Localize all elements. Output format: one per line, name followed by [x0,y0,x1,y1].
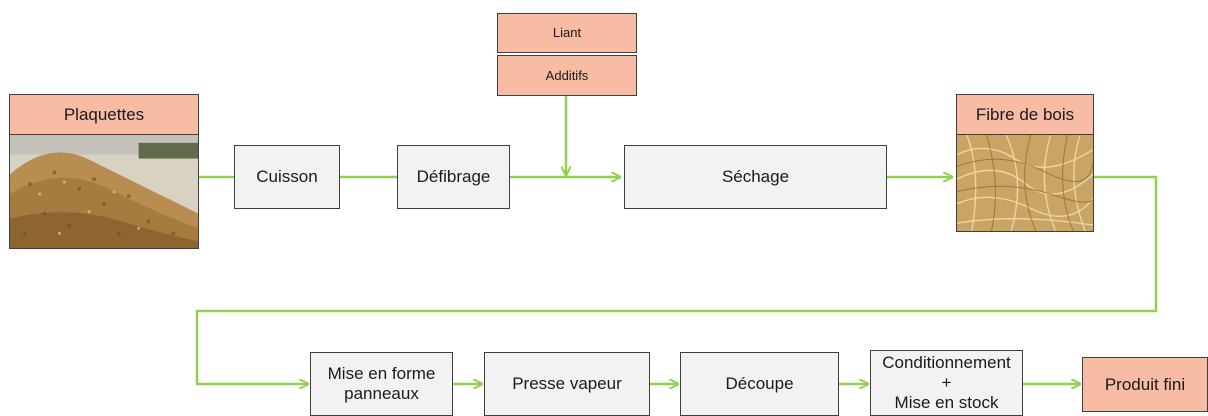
step-conditionnement-line3: Mise en stock [894,393,999,412]
input-additifs: Additifs [497,55,637,96]
output-produit-fini: Produit fini [1082,357,1208,412]
step-mise-en-forme-line2: panneaux [344,384,419,403]
raw-material-plaquettes: Plaquettes [9,94,199,249]
input-liant: Liant [497,13,637,53]
step-presse-vapeur-label: Presse vapeur [512,374,622,393]
step-decoupe: Découpe [680,352,839,416]
step-conditionnement: Conditionnement + Mise en stock [870,350,1023,416]
step-defibrage: Défibrage [397,145,510,209]
step-mise-en-forme-line1: Mise en forme [327,364,436,383]
wood-chips-pile-icon [10,135,198,248]
connector-fibre-to-row2 [195,175,1158,384]
step-defibrage-label: Défibrage [416,167,491,186]
step-conditionnement-line1: Conditionnement [882,353,1011,372]
step-decoupe-label: Découpe [725,374,794,393]
output-produit-fini-label: Produit fini [1104,374,1186,394]
step-presse-vapeur: Presse vapeur [484,352,650,416]
step-mise-en-forme-panneaux: Mise en forme panneaux [310,352,453,416]
intermediate-fibre-de-bois: Fibre de bois [956,94,1094,232]
intermediate-label: Fibre de bois [957,95,1093,135]
step-conditionnement-line2: + [941,373,952,392]
step-cuisson-label: Cuisson [256,167,318,186]
step-sechage: Séchage [624,145,887,209]
input-additifs-label: Additifs [545,67,589,83]
wood-fibre-icon [957,135,1093,231]
step-sechage-label: Séchage [721,167,790,186]
input-liant-label: Liant [552,25,582,40]
raw-material-label: Plaquettes [10,95,198,135]
step-cuisson: Cuisson [234,145,340,209]
